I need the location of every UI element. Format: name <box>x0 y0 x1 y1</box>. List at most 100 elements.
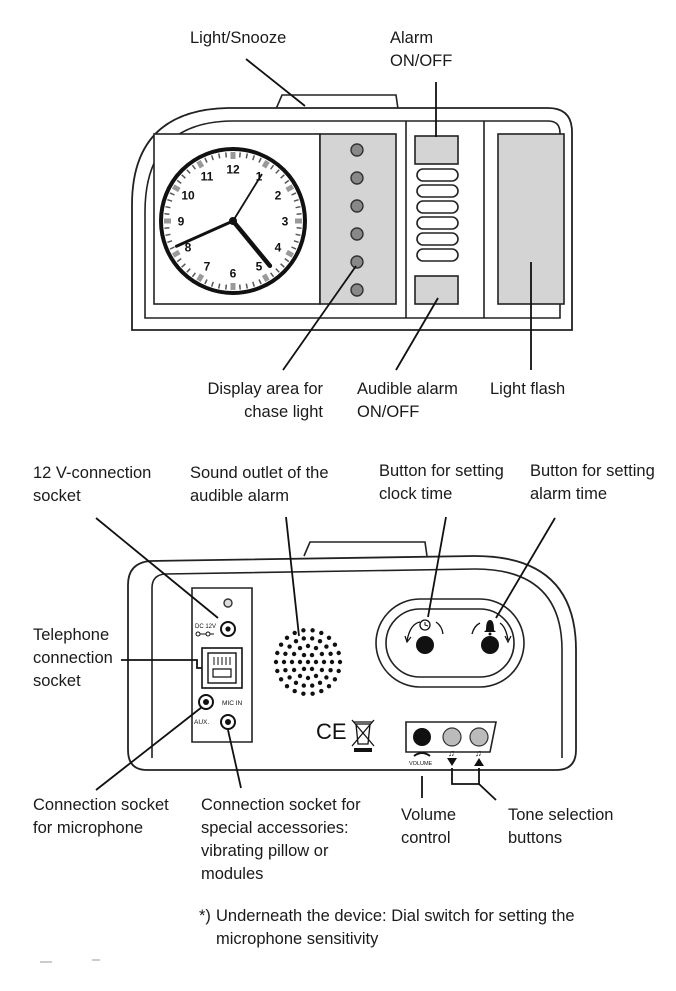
speaker-hole <box>301 666 307 672</box>
clock-tick <box>275 268 280 273</box>
label-line: Display area for <box>207 380 323 398</box>
label-line: Connection socket <box>33 796 169 814</box>
speaker-hole <box>293 639 299 644</box>
tone-down-button <box>442 727 462 747</box>
volume-knob <box>413 728 431 746</box>
speaker-hole <box>336 650 341 656</box>
speaker-hole <box>292 688 297 694</box>
label-line: ON/OFF <box>357 403 420 421</box>
clock-tick <box>245 153 249 159</box>
speaker-hole <box>310 691 315 696</box>
label-line: Alarm <box>390 29 434 47</box>
mic-in-label: MIC IN <box>222 700 243 707</box>
speaker-hole <box>301 636 306 641</box>
speaker-hole <box>326 684 332 689</box>
telephone-pins <box>213 657 231 665</box>
label-line: connection <box>33 649 113 667</box>
page-mark <box>40 959 100 963</box>
dc-label: DC 12V <box>195 624 216 630</box>
clock-numeral: 10 <box>181 189 195 203</box>
clock-tick <box>169 246 175 250</box>
clock-tick <box>291 246 297 250</box>
clock-tick <box>280 263 285 268</box>
speaker-hole <box>336 668 341 674</box>
speaker-hole <box>301 652 307 658</box>
clock-tick <box>284 258 290 263</box>
label-light-flash: Light flash <box>490 380 566 398</box>
chase-light-led <box>350 227 364 241</box>
clock-tick <box>261 159 270 169</box>
label-line: special accessories: <box>201 819 349 837</box>
chase-light-panel <box>319 133 397 305</box>
speaker-hole <box>319 688 324 694</box>
clock-tick <box>291 192 297 196</box>
tone-up-arrow-icon <box>474 758 484 766</box>
clock-tick <box>238 284 241 290</box>
clock-tick <box>186 268 191 273</box>
aux-label: AUX. <box>194 719 209 726</box>
clock-tick <box>225 152 228 158</box>
back-leader-lines <box>95 516 556 801</box>
chase-light-led <box>350 283 364 297</box>
speaker-hole <box>319 667 325 673</box>
speaker-hole <box>287 675 292 680</box>
speaker-hole <box>309 666 315 672</box>
clock-tick <box>176 258 182 263</box>
label-light-snooze: Light/Snooze <box>190 29 287 47</box>
clock-tick <box>245 283 249 289</box>
speaker-hole <box>284 684 290 689</box>
clock-tick <box>186 169 191 174</box>
clock-numeral: 3 <box>282 215 289 229</box>
clock-tick <box>296 213 302 216</box>
volume-tone-strip <box>405 721 497 753</box>
clock-tick <box>252 281 256 287</box>
front-leader-lines <box>245 58 532 371</box>
clock-tick <box>204 279 208 285</box>
speaker-hole <box>313 659 319 665</box>
note-icon: ♫ <box>475 748 482 758</box>
label-accessories: Connection socket for special accessorie… <box>201 794 361 886</box>
clock-tick <box>165 233 171 237</box>
clock-tick <box>293 240 299 244</box>
label-line: chase light <box>244 403 323 421</box>
label-line: vibrating pillow or <box>201 842 329 860</box>
chase-light-led <box>350 171 364 185</box>
label-line: alarm time <box>530 485 608 503</box>
chase-light-led <box>350 199 364 213</box>
speaker-hole <box>337 659 343 665</box>
clock-tick <box>217 153 221 159</box>
clock-tick <box>275 169 280 174</box>
speaker-hole <box>284 635 290 640</box>
speaker-hole <box>278 677 284 682</box>
back-handle <box>303 541 428 557</box>
connection-panel <box>191 587 253 743</box>
clock-numeral: 4 <box>275 241 282 255</box>
label-line: Tone selection <box>508 806 614 824</box>
label-set-alarm: Button for setting alarm time <box>530 460 655 506</box>
clock-tick <box>285 184 295 193</box>
sockets: DC 12V MIC IN AUX. <box>194 598 243 730</box>
clock-tick <box>164 213 170 216</box>
clock-hub <box>229 217 237 225</box>
speaker-hole <box>305 675 311 681</box>
clock-tick <box>261 273 270 283</box>
speaker-hole <box>324 675 329 680</box>
alarm-time-button <box>481 636 499 654</box>
speaker-hole <box>301 691 306 696</box>
speaker-hole <box>297 673 303 679</box>
clock-numeral: 6 <box>230 267 237 281</box>
label-line: Connection socket for <box>201 796 361 814</box>
tone-up-button <box>469 727 489 747</box>
clock-tick <box>165 205 171 209</box>
label-line: ON/OFF <box>390 52 453 70</box>
footnote-line: Underneath the device: Dial switch for s… <box>216 907 575 925</box>
label-telephone: Telephone connection socket <box>33 624 113 693</box>
clock-tick <box>169 192 175 196</box>
clock-tick <box>171 184 181 193</box>
clock-tick <box>181 263 186 268</box>
speaker-hole <box>287 644 292 649</box>
bell-rotate-arrow-icon <box>471 622 509 641</box>
speaker-hole <box>281 659 287 665</box>
clock-numeral: 8 <box>185 241 192 255</box>
